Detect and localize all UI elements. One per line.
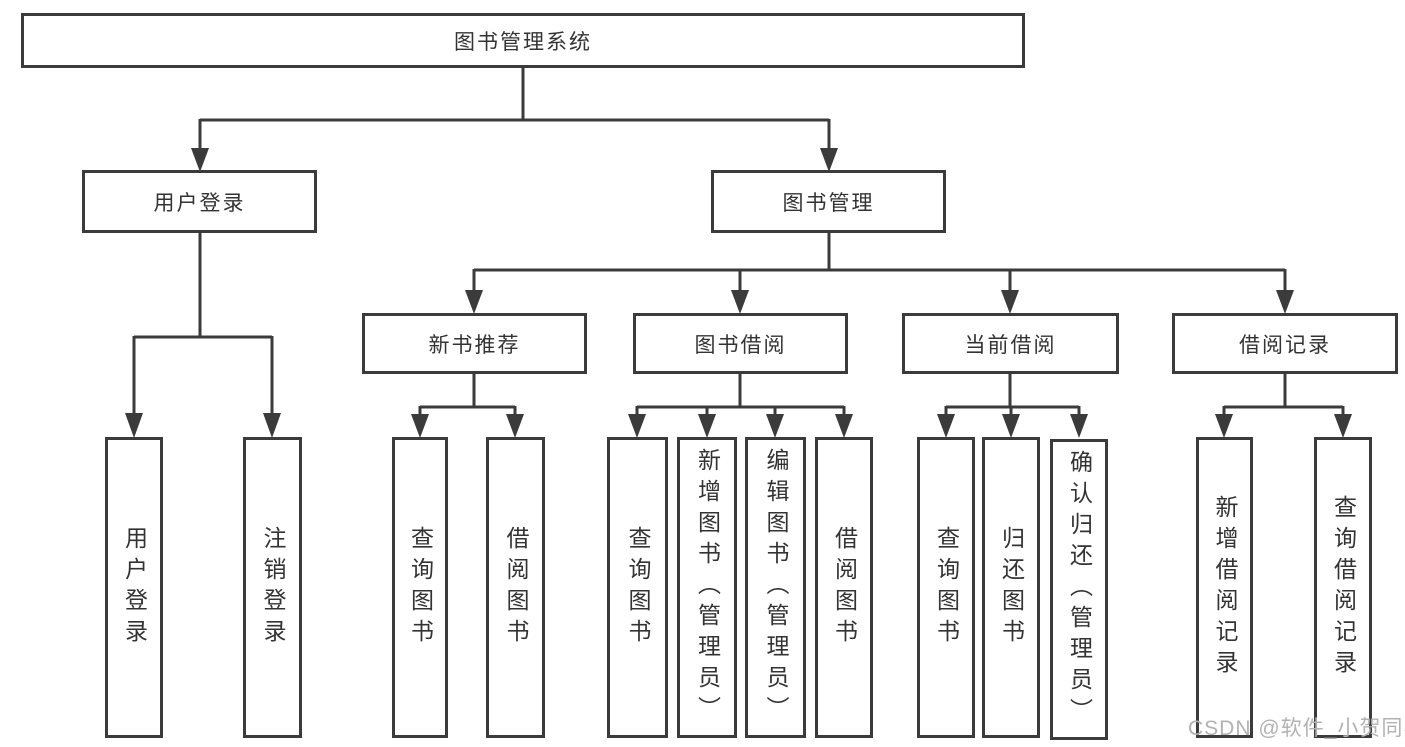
node-book-management-label: 图书管理 xyxy=(782,191,875,215)
node-leaf-user-login: 用户登录 xyxy=(105,437,163,738)
node-leaf-logout-label: 注销登录 xyxy=(260,525,286,650)
node-book-borrowing: 图书借阅 xyxy=(633,313,848,374)
node-leaf-add-book-admin: 新增图书（管理员） xyxy=(677,437,737,738)
node-leaf-query-books-recommend: 查询图书 xyxy=(392,437,448,738)
node-leaf-edit-book-admin: 编辑图书（管理员） xyxy=(745,437,806,738)
node-book-management: 图书管理 xyxy=(711,170,946,233)
node-leaf-query-borrow-record-label: 查询借阅记录 xyxy=(1330,494,1357,681)
node-leaf-query-books-recommend-label: 查询图书 xyxy=(407,525,434,650)
node-leaf-borrow-books-borrowing-label: 借阅图书 xyxy=(831,525,858,650)
node-leaf-return-books: 归还图书 xyxy=(982,437,1040,738)
node-leaf-borrow-books-recommend-label: 借阅图书 xyxy=(503,525,529,650)
node-leaf-query-borrow-record: 查询借阅记录 xyxy=(1314,437,1372,738)
watermark-text: CSDN @软件_小贺同学 xyxy=(1188,717,1405,740)
node-leaf-edit-book-admin-label: 编辑图书（管理员） xyxy=(763,448,789,727)
node-leaf-add-borrow-record-label: 新增借阅记录 xyxy=(1212,494,1238,681)
node-current-borrowing-label: 当前借阅 xyxy=(964,333,1057,357)
node-leaf-query-books-borrowing-label: 查询图书 xyxy=(625,525,651,650)
node-root: 图书管理系统 xyxy=(21,13,1025,68)
node-new-book-recommendation: 新书推荐 xyxy=(362,313,587,374)
node-leaf-add-borrow-record: 新增借阅记录 xyxy=(1196,437,1253,738)
node-leaf-logout: 注销登录 xyxy=(243,437,302,738)
node-leaf-confirm-return-admin-label: 确认归还（管理员） xyxy=(1066,450,1093,729)
node-leaf-borrow-books-borrowing: 借阅图书 xyxy=(815,437,873,738)
node-root-label: 图书管理系统 xyxy=(454,30,592,54)
node-book-borrowing-label: 图书借阅 xyxy=(694,333,787,357)
node-leaf-query-books-current-label: 查询图书 xyxy=(933,525,960,650)
node-borrowing-records: 借阅记录 xyxy=(1172,313,1398,374)
node-leaf-return-books-label: 归还图书 xyxy=(998,525,1025,650)
node-new-book-recommendation-label: 新书推荐 xyxy=(428,333,521,357)
node-leaf-borrow-books-recommend: 借阅图书 xyxy=(486,437,545,738)
node-user-login: 用户登录 xyxy=(82,170,317,233)
node-leaf-query-books-borrowing: 查询图书 xyxy=(607,437,668,738)
node-user-login-label: 用户登录 xyxy=(153,191,246,215)
node-leaf-confirm-return-admin: 确认归还（管理员） xyxy=(1050,439,1108,740)
node-leaf-user-login-label: 用户登录 xyxy=(121,525,148,650)
node-leaf-add-book-admin-label: 新增图书（管理员） xyxy=(694,448,721,727)
node-leaf-query-books-current: 查询图书 xyxy=(917,437,975,738)
node-current-borrowing: 当前借阅 xyxy=(902,313,1119,374)
node-borrowing-records-label: 借阅记录 xyxy=(1239,333,1331,357)
